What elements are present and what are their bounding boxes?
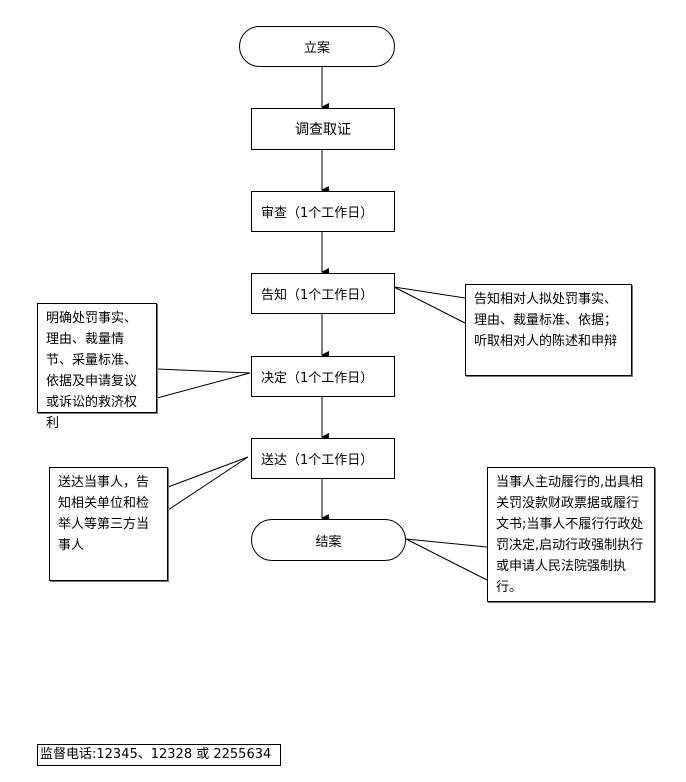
step-investigate: 调查取证 xyxy=(251,108,395,150)
step-decide: 决定（1个工作日） xyxy=(251,356,395,397)
callout-pointer-decide xyxy=(156,368,251,399)
callout-pointer-close xyxy=(405,538,488,581)
callout-pointer-deliver xyxy=(167,456,249,511)
step-close-label: 结案 xyxy=(315,534,342,550)
note-decide: 明确处罚事实、理由、裁量情节、采量标准、依据及申请复议或诉讼的救济权利 xyxy=(37,303,157,431)
step-notify-label: 告知（1个工作日） xyxy=(261,288,374,303)
step-close: 结案 xyxy=(251,519,406,561)
note-notify: 告知相对人拟处罚事实、理由、裁量标准、依据；听取相对人的陈述和申辩 xyxy=(465,284,632,376)
step-review: 审查（1个工作日） xyxy=(251,191,395,232)
note-close: 当事人主动履行的,出具相关罚没款财政票据或履行文书;当事人不履行行政处罚决定,启… xyxy=(487,467,655,602)
step-notify: 告知（1个工作日） xyxy=(251,273,395,314)
step-start: 立案 xyxy=(239,26,395,67)
note-deliver: 送达当事人，告知相关单位和检举人等第三方当事人 xyxy=(49,467,168,581)
step-investigate-label: 调查取证 xyxy=(295,122,351,138)
step-start-label: 立案 xyxy=(303,41,330,56)
step-deliver: 送达（1个工作日） xyxy=(251,438,395,479)
callout-pointer-notify xyxy=(393,286,466,324)
step-decide-label: 决定（1个工作日） xyxy=(261,371,374,386)
supervision-phone: 监督电话:12345、12328 或 2255634 xyxy=(37,744,281,766)
step-deliver-label: 送达（1个工作日） xyxy=(261,453,374,468)
step-review-label: 审查（1个工作日） xyxy=(261,206,374,221)
